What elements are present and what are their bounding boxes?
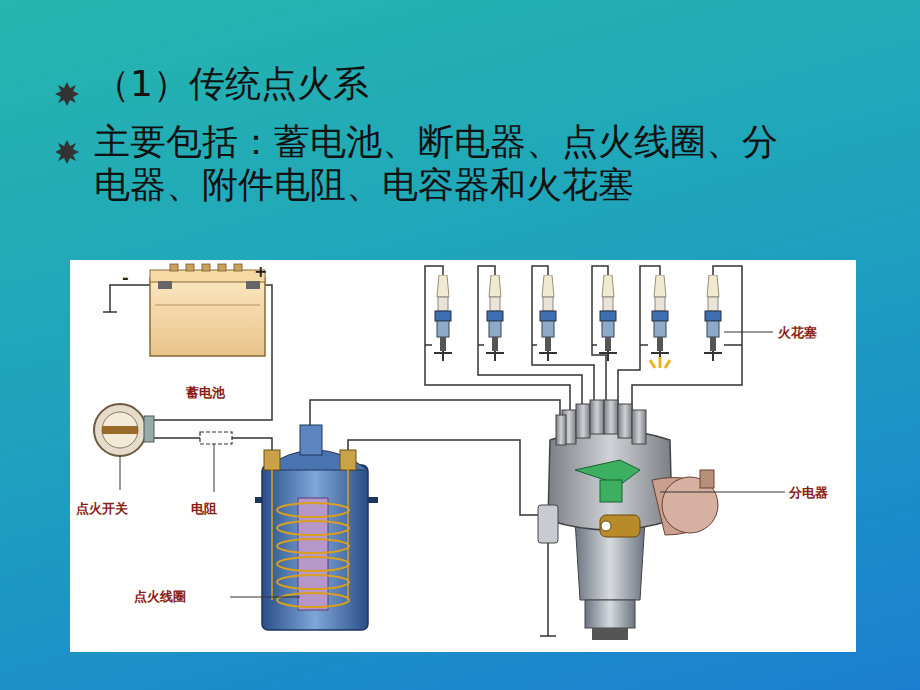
part-name: 蓄电池	[186, 384, 225, 402]
ignition-switch	[94, 404, 154, 490]
part-name: 点火开关	[76, 500, 128, 518]
distributor	[538, 400, 785, 640]
part-name: 电阻	[191, 500, 217, 518]
ignition-coil	[230, 425, 378, 630]
bullet-text: 主要包括：蓄电池、断电器、点火线圈、分电器、附件电阻、电容器和火花塞	[94, 120, 794, 206]
part-name: 分电器	[789, 484, 828, 502]
part-name: 火花塞	[778, 324, 817, 342]
slide-heading: （1）传统点火系	[94, 62, 369, 105]
diagram-panel	[70, 260, 856, 652]
terminal-sign: +	[254, 262, 267, 281]
wires	[103, 266, 742, 636]
spark-plug	[434, 275, 773, 368]
bullet-star	[55, 82, 79, 164]
resistor-symbol	[200, 432, 232, 492]
battery	[150, 264, 265, 356]
terminal-sign: -	[122, 268, 129, 287]
part-name: 点火线圈	[134, 588, 186, 606]
